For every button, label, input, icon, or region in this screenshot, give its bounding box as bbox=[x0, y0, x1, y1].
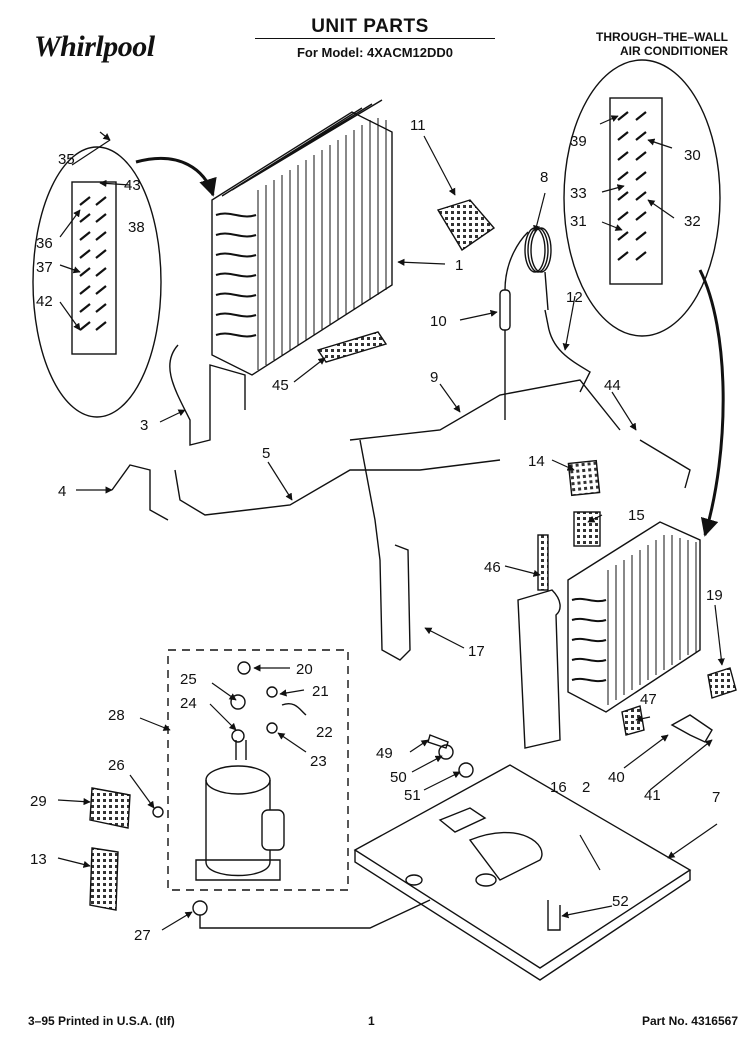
callout-37: 37 bbox=[36, 259, 53, 276]
tube-44 bbox=[639, 439, 691, 489]
evaporator-coil bbox=[211, 99, 393, 376]
line-5 bbox=[174, 459, 501, 516]
callout-39: 39 bbox=[570, 133, 587, 150]
callout-21: 21 bbox=[312, 683, 329, 700]
line-17 bbox=[359, 439, 411, 661]
callout-14: 14 bbox=[528, 453, 545, 470]
capillary-coil bbox=[499, 227, 552, 420]
callout-27: 27 bbox=[134, 927, 151, 944]
part-27-mount bbox=[192, 900, 208, 916]
callout-49: 49 bbox=[376, 745, 393, 762]
page-title: UNIT PARTS bbox=[311, 16, 429, 37]
part-22-wire bbox=[281, 703, 307, 716]
compressor-kit-outline bbox=[167, 649, 349, 891]
part-11-filter bbox=[436, 199, 496, 251]
callout-28: 28 bbox=[108, 707, 125, 724]
callout-13: 13 bbox=[30, 851, 47, 868]
callout-24: 24 bbox=[180, 695, 197, 712]
callout-19: 19 bbox=[706, 587, 723, 604]
part-number: Part No. 4316567 bbox=[641, 1014, 738, 1028]
callout-40: 40 bbox=[608, 769, 625, 786]
callout-9: 9 bbox=[430, 369, 438, 386]
part-19-block bbox=[707, 667, 737, 699]
callout-31: 31 bbox=[570, 213, 587, 230]
callout-4: 4 bbox=[58, 483, 66, 500]
print-info: 3–95 Printed in U.S.A. (tlf) bbox=[28, 1014, 175, 1028]
callout-44: 44 bbox=[604, 377, 621, 394]
part-26-grommet bbox=[152, 806, 164, 818]
callout-2: 2 bbox=[582, 779, 590, 796]
callout-29: 29 bbox=[30, 793, 47, 810]
line-9 bbox=[349, 379, 621, 441]
callout-7: 7 bbox=[712, 789, 720, 806]
callout-1: 1 bbox=[455, 257, 463, 274]
callout-52: 52 bbox=[612, 893, 629, 910]
callout-38: 38 bbox=[128, 219, 145, 236]
tube-3 bbox=[169, 344, 246, 446]
title-rule bbox=[255, 38, 495, 39]
condenser-tube-sheet-detail bbox=[563, 59, 721, 337]
callout-51: 51 bbox=[404, 787, 421, 804]
part-15-gasket bbox=[573, 511, 601, 547]
callout-16: 16 bbox=[550, 779, 567, 796]
evaporator-tube-sheet-detail bbox=[32, 146, 162, 418]
callout-43: 43 bbox=[124, 177, 141, 194]
callout-8: 8 bbox=[540, 169, 548, 186]
callout-36: 36 bbox=[36, 235, 53, 252]
part-45-filter bbox=[316, 331, 388, 363]
condenser-coil bbox=[567, 521, 701, 713]
callout-30: 30 bbox=[684, 147, 701, 164]
callout-20: 20 bbox=[296, 661, 313, 678]
callout-47: 47 bbox=[640, 691, 657, 708]
callout-33: 33 bbox=[570, 185, 587, 202]
part-40-bracket bbox=[670, 714, 713, 743]
part-23-grommet bbox=[266, 722, 278, 734]
callout-11: 11 bbox=[410, 117, 426, 134]
part-21-ring bbox=[266, 686, 278, 698]
part-49-fitting bbox=[427, 734, 449, 749]
part-25-cap bbox=[230, 694, 246, 710]
callout-5: 5 bbox=[262, 445, 270, 462]
model-number: For Model: 4XACM12DD0 bbox=[296, 45, 454, 60]
part-51-grommet bbox=[458, 762, 474, 778]
callout-23: 23 bbox=[310, 753, 327, 770]
part-47-block bbox=[621, 705, 645, 736]
callout-10: 10 bbox=[430, 313, 447, 330]
page-number: 1 bbox=[368, 1014, 375, 1028]
callout-42: 42 bbox=[36, 293, 53, 310]
compressor bbox=[195, 740, 285, 881]
callout-17: 17 bbox=[468, 643, 485, 660]
subtitle-line-2: AIR CONDITIONER bbox=[620, 44, 728, 58]
callout-15: 15 bbox=[628, 507, 645, 524]
callout-50: 50 bbox=[390, 769, 407, 786]
callout-32: 32 bbox=[684, 213, 701, 230]
callout-12: 12 bbox=[566, 289, 583, 306]
callout-45: 45 bbox=[272, 377, 289, 394]
part-20-nut bbox=[237, 661, 251, 675]
part-29-panel bbox=[89, 787, 131, 829]
callout-22: 22 bbox=[316, 724, 333, 741]
whirlpool-logo: Whirlpool bbox=[34, 30, 155, 63]
callout-35: 35 bbox=[58, 151, 75, 168]
part-50-plug bbox=[438, 744, 454, 760]
product-subtitle: THROUGH–THE–WALL AIR CONDITIONER bbox=[528, 30, 728, 58]
part-13-panel bbox=[89, 847, 119, 911]
tube-4 bbox=[111, 464, 169, 521]
shroud bbox=[517, 589, 561, 749]
callout-41: 41 bbox=[644, 787, 661, 804]
callout-25: 25 bbox=[180, 671, 197, 688]
part-14-label bbox=[567, 459, 601, 497]
part-46-strip bbox=[537, 534, 549, 591]
callout-46: 46 bbox=[484, 559, 501, 576]
subtitle-line-1: THROUGH–THE–WALL bbox=[596, 30, 728, 44]
part-24-washer bbox=[231, 729, 245, 743]
tube-12 bbox=[544, 309, 591, 393]
base-pan bbox=[353, 764, 692, 981]
callout-26: 26 bbox=[108, 757, 125, 774]
callout-3: 3 bbox=[140, 417, 148, 434]
